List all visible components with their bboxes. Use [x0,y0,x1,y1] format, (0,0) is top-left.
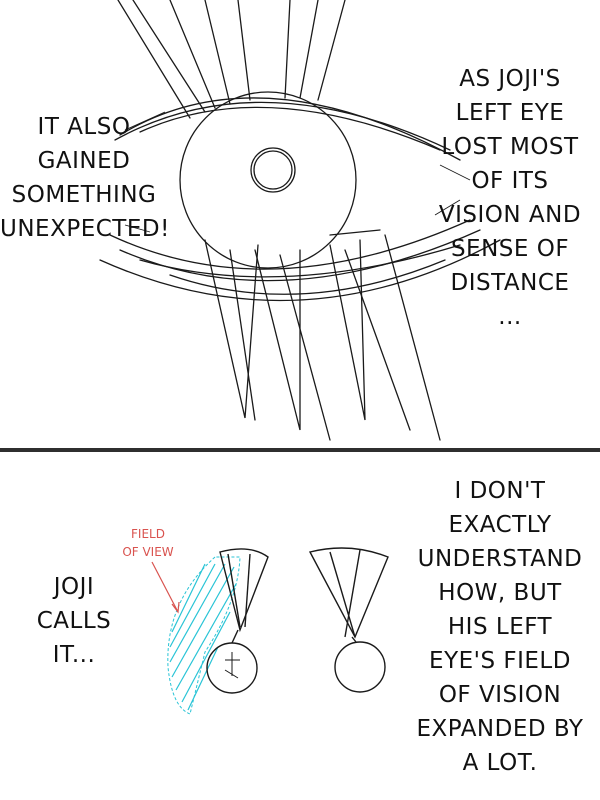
caption-line: EYE'S FIELD [429,648,571,674]
caption-line: I DON'T [454,478,546,504]
caption-line: OF ITS [471,168,549,194]
eye-illustration [99,0,501,441]
field-of-view-region [167,556,241,715]
caption-line: SOMETHING [11,182,157,208]
top-right-caption: AS JOJI'S LEFT EYE LOST MOST OF ITS VISI… [420,62,600,334]
caption-line: ... [498,304,522,330]
caption-line: EXACTLY [448,512,552,538]
caption-line: HIS LEFT [447,614,553,640]
bottom-left-caption: JOJI CALLS IT... [24,570,124,672]
top-left-caption: IT ALSO GAINED SOMETHING UNEXPECTED! [0,110,170,246]
bottom-right-caption: I DON'T EXACTLY UNDERSTAND HOW, BUT HIS … [400,474,600,780]
caption-line: IT... [52,642,96,668]
caption-line: VISION AND [438,202,582,228]
annotation-line: OF VIEW [122,545,174,559]
bottom-panel: FIELD OF VIEW JOJI CALLS IT... I DON'T E… [0,452,600,800]
caption-line: CALLS [36,608,112,634]
caption-line: LOST MOST [441,134,579,160]
caption-line: SENSE OF [450,236,570,262]
caption-line: EXPANDED BY [416,716,584,742]
caption-line: OF VISION [438,682,562,708]
caption-line: UNDERSTAND [417,546,583,572]
caption-line: DISTANCE [450,270,570,296]
caption-line: JOJI [53,574,95,600]
caption-line: AS JOJI'S [459,66,561,92]
panel-divider [0,448,600,452]
field-of-view-annotation: FIELD OF VIEW [118,525,178,561]
top-panel: IT ALSO GAINED SOMETHING UNEXPECTED! AS … [0,0,600,441]
caption-line: IT ALSO [37,114,131,140]
caption-line: UNEXPECTED! [0,216,170,242]
annotation-line: FIELD [131,527,165,541]
caption-line: GAINED [37,148,131,174]
caption-line: HOW, BUT [438,580,562,606]
caption-line: LEFT EYE [455,100,565,126]
caption-line: A LOT. [462,750,538,776]
field-of-view-diagram [151,547,389,715]
